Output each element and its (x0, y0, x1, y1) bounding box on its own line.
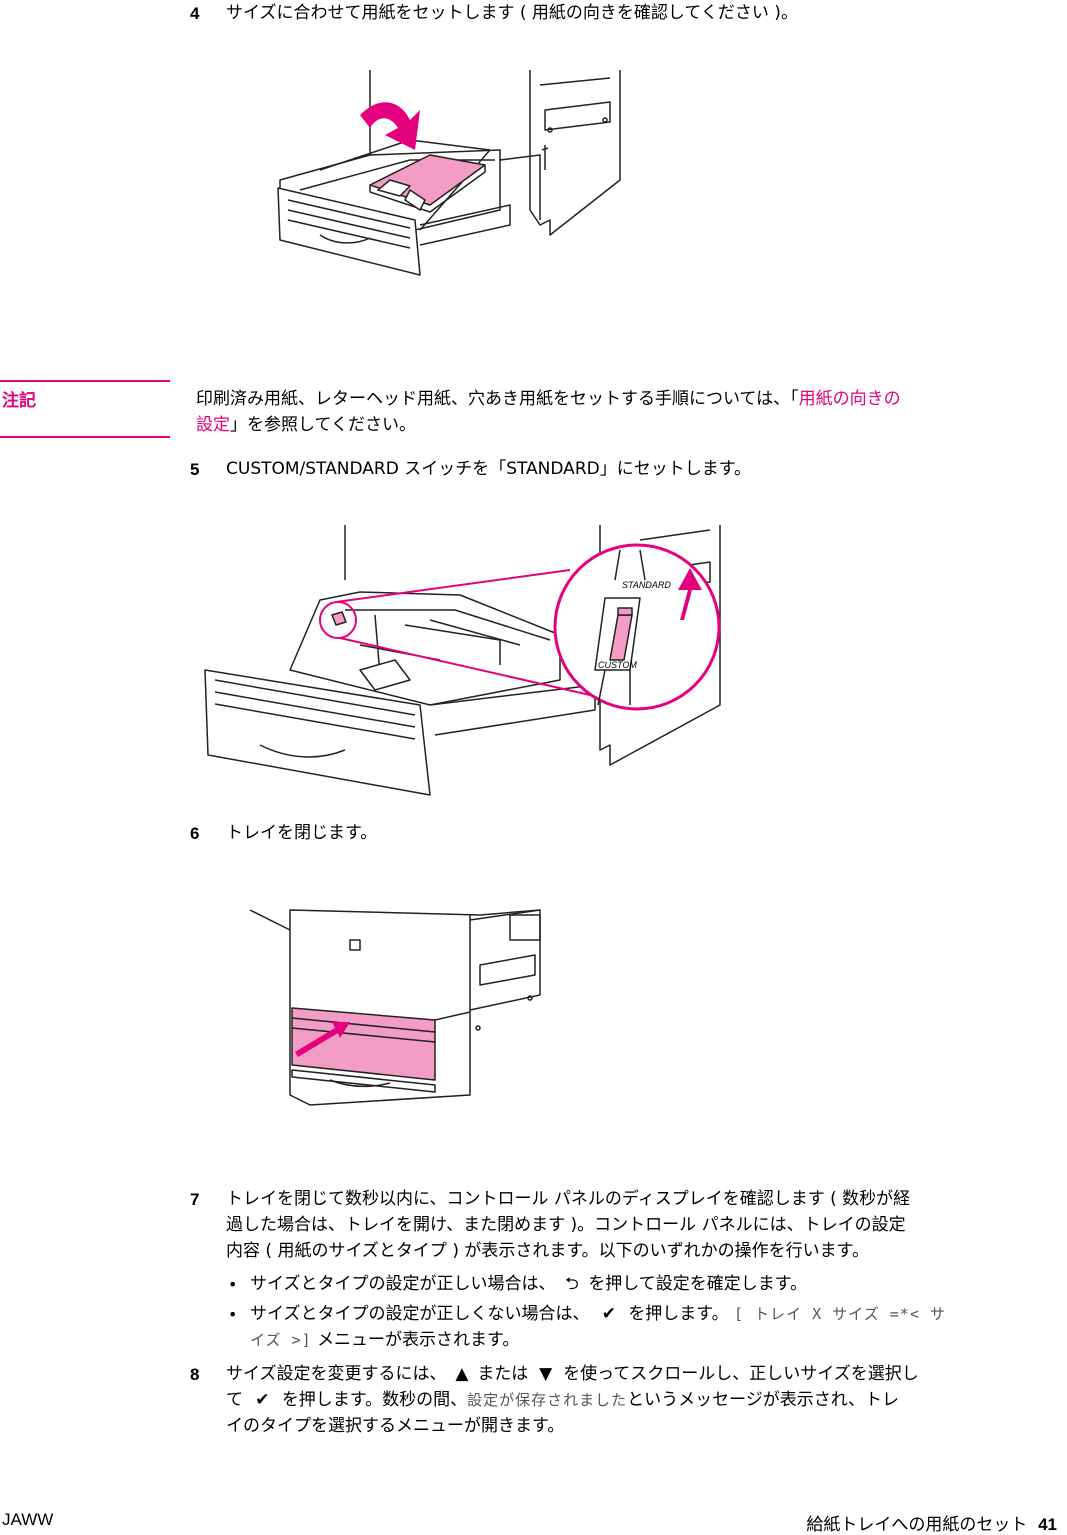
step-number: 6 (190, 824, 200, 843)
page-number: 41 (1038, 1515, 1057, 1534)
up-arrow-icon: ▲ (455, 1364, 469, 1384)
bullet-2-text: サイズとタイプの設定が正しくない場合は、 (250, 1304, 590, 1324)
note-link[interactable]: 用紙の向きの (798, 389, 901, 409)
step8-text-a: サイズ設定を変更するには、 (226, 1364, 447, 1384)
note-link-2[interactable]: 設定 (196, 415, 230, 435)
footer-left: JAWW (2, 1510, 54, 1529)
step8-text-c: を使ってスクロールし、正しいサイズを選択し (563, 1364, 919, 1384)
bullet-2-text-b: を押します。 (628, 1304, 729, 1324)
step-number: 5 (190, 460, 200, 479)
bullet-2-text-c: メニューが表示されます。 (317, 1330, 520, 1350)
step-number: 7 (190, 1190, 200, 1209)
footer-title: 給紙トレイへの用紙のセット (806, 1515, 1028, 1534)
note-text-line2: 設定」を参照してください。 (196, 412, 416, 438)
step7-line2: 過した場合は、トレイを開け、また閉めます )。コントロール パネルには、トレイの… (226, 1215, 906, 1235)
step8-text-b: または (477, 1364, 529, 1384)
note-line1: 印刷済み用紙、レターヘッド用紙、穴あき用紙をセットする手順については、「 (196, 389, 799, 409)
step-number: 4 (190, 4, 200, 23)
switch-illustration: STANDARD CUSTOM (204, 525, 721, 796)
switch-label-custom: CUSTOM (598, 660, 637, 670)
tray-load-illustration (277, 70, 621, 276)
bullet-2: サイズとタイプの設定が正しくない場合は、 ✔ を押します。 [ トレイ X サイ… (250, 1301, 946, 1327)
step-text: CUSTOM/STANDARD スイッチを「STANDARD」にセットします。 (226, 459, 752, 479)
step-text: トレイを閉じます。 (226, 823, 378, 843)
bullet-1-text-b: を押して設定を確定します。 (588, 1274, 808, 1294)
step7-line3: 内容 ( 用紙のサイズとタイプ ) が表示されます。以下のいずれかの操作を行いま… (226, 1241, 869, 1261)
step8-line1: サイズ設定を変更するには、 ▲ または ▼ を使ってスクロールし、正しいサイズを… (226, 1361, 919, 1387)
step8-line2: て ✔ を押します。数秒の間、設定が保存されましたというメッセージが表示され、ト… (226, 1387, 899, 1413)
bullet-2-line2: イズ >] メニューが表示されます。 (250, 1327, 519, 1353)
footer-right: 給紙トレイへの用紙のセット 41 (806, 1510, 1057, 1535)
back-arrow-icon: ⮌ (565, 1274, 579, 1294)
down-arrow-icon: ▼ (539, 1364, 553, 1384)
checkmark-icon: ✔ (601, 1304, 617, 1324)
note-label: 注記 (2, 391, 36, 411)
checkmark-icon: ✔ (255, 1390, 270, 1410)
tray-close-illustration (249, 909, 541, 1106)
step-text: サイズに合わせて用紙をセットします ( 用紙の向きを確認してください )。 (226, 3, 798, 23)
step8-line3: イのタイプを選択するメニューが開きます。 (226, 1416, 565, 1436)
step8-text-e: を押します。数秒の間、 (281, 1390, 468, 1410)
step8-text-f: というメッセージが表示され、トレ (627, 1390, 899, 1410)
bullet-marker: • (228, 1305, 238, 1324)
step7-line1: トレイを閉じて数秒以内に、コントロール パネルのディスプレイを確認します ( 数… (226, 1189, 911, 1209)
step-number: 8 (190, 1365, 200, 1384)
note-text: 印刷済み用紙、レターヘッド用紙、穴あき用紙をセットする手順については、「用紙の向… (196, 386, 901, 412)
lcd-menu-text: [ トレイ X サイズ =*< サ (734, 1305, 946, 1323)
bullet-1: サイズとタイプの設定が正しい場合は、 ⮌ を押して設定を確定します。 (250, 1271, 807, 1297)
note-line2: 」を参照してください。 (230, 415, 416, 435)
lcd-menu-text-2: イズ >] (250, 1331, 312, 1349)
step8-text-d: て (226, 1390, 243, 1410)
switch-label-standard: STANDARD (622, 580, 671, 590)
bullet-marker: • (228, 1275, 238, 1294)
lcd-message: 設定が保存されました (467, 1391, 628, 1409)
bullet-1-text: サイズとタイプの設定が正しい場合は、 (250, 1274, 556, 1294)
